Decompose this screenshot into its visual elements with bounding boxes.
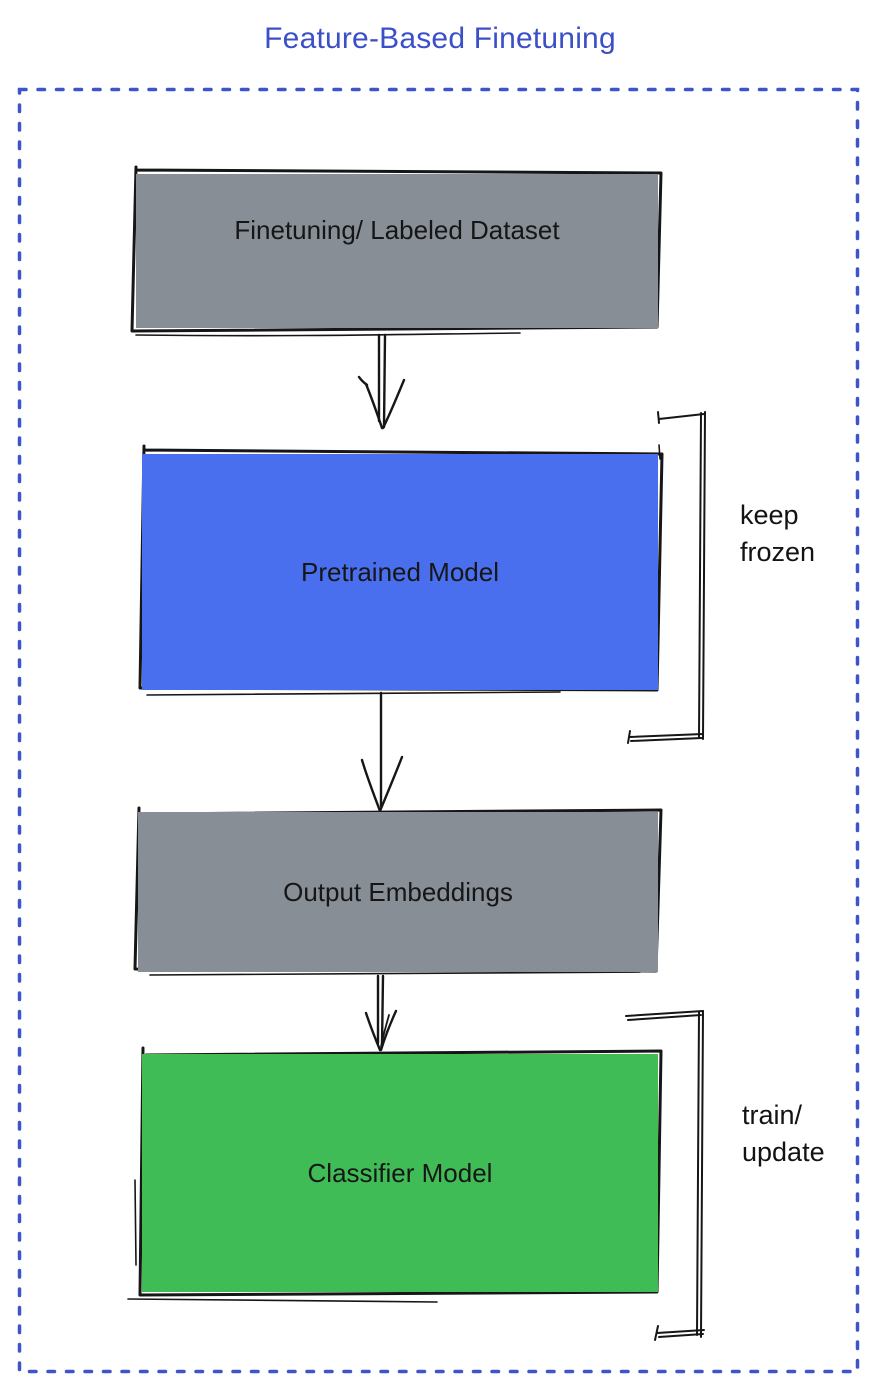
annotation-line: update: [742, 1137, 825, 1167]
node-label: Classifier Model: [307, 1157, 493, 1188]
node-output-embeddings: Output Embeddings: [138, 812, 658, 972]
node-finetuning-dataset: Finetuning/ Labeled Dataset: [136, 174, 658, 328]
page-title: Feature-Based Finetuning: [264, 22, 616, 55]
annotation-train-update: train/ update: [742, 1097, 825, 1171]
node-label: Finetuning/ Labeled Dataset: [234, 214, 560, 245]
node-classifier-model: Classifier Model: [142, 1054, 658, 1292]
arrow-down-2-icon: [360, 691, 404, 813]
node-label: Pretrained Model: [301, 556, 499, 587]
node-label: Output Embeddings: [283, 876, 513, 907]
arrow-down-3-icon: [364, 974, 398, 1052]
arrow-down-1-icon: [357, 333, 406, 430]
annotation-line: frozen: [740, 537, 816, 567]
annotation-line: train/: [742, 1100, 803, 1130]
node-pretrained-model: Pretrained Model: [142, 454, 658, 690]
annotation-keep-frozen: keep frozen: [740, 497, 815, 571]
annotation-line: keep: [740, 500, 799, 530]
